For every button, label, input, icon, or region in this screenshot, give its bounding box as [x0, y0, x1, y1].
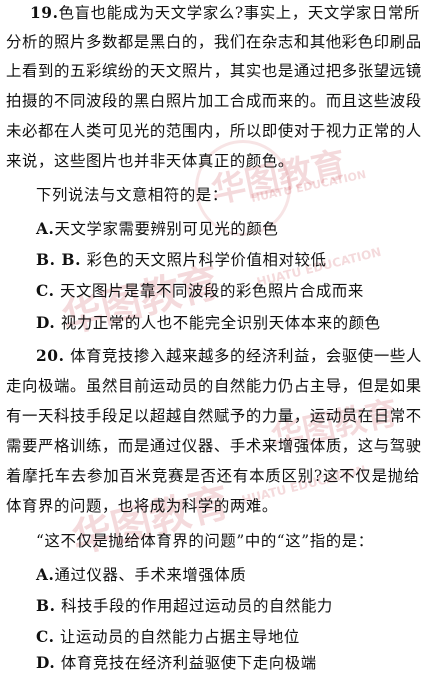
option-text: 视力正常的人也不能完全识别天体本来的颜色 [60, 314, 381, 332]
option-label: C. [36, 282, 55, 300]
q19-passage-line: 拍摄的不同波段的黑白照片加工合成而来的。而且这些波段 [6, 92, 422, 110]
option-label: C. [36, 628, 55, 646]
q19-option-b: B. B. 彩色的天文照片科学价值相对较低 [36, 249, 426, 271]
q19-passage-line: 未必都在人类可见光的范围内，所以即使对于视力正常的人 [6, 122, 422, 140]
option-label: D. [36, 654, 56, 672]
option-text: 科技手段的作用超过运动员的自然能力 [61, 597, 333, 615]
q20-passage-line: 走向极端。虽然目前运动员的自然能力仍占主导，但是如果 [6, 377, 422, 395]
q20-prompt: “这不仅是抛给体育界的问题”中的“这”指的是： [36, 532, 374, 550]
q19-prompt: 下列说法与文意相符的是： [36, 186, 228, 204]
option-label: A. [36, 220, 55, 238]
q19-option-c: C. 天文图片是靠不同波段的彩色照片合成而来 [36, 280, 426, 302]
q20-line-1: 20. 体育竞技掺入越来越多的经济利益，会驱使一些人 [36, 345, 422, 367]
option-label: A. [36, 566, 55, 584]
option-text: 通过仪器、手术来增强体质 [54, 566, 247, 584]
q20-passage-line: 体育界的问题，也将成为科学的两难。 [6, 497, 278, 515]
option-label: D. [36, 314, 56, 332]
q19-passage-line: 来说，这些图片也并非天体真正的颜色。 [6, 152, 294, 170]
q20-option-b: B. 科技手段的作用超过运动员的自然能力 [36, 595, 426, 617]
q20-number: 20. [36, 347, 65, 365]
q20-option-a: A.通过仪器、手术来增强体质 [36, 564, 426, 586]
option-label: B. B. [36, 251, 82, 269]
q19-passage-line: 色盲也能成为天文学家么?事实上，天文学家日常所 [58, 4, 420, 22]
q19-line-1: 19.色盲也能成为天文学家么?事实上，天文学家日常所 [30, 2, 420, 24]
q19-passage-line: 上看到的五彩缤纷的天文照片，其实也是通过把多张望远镜 [6, 62, 422, 80]
q20-option-c: C. 让运动员的自然能力占据主导地位 [36, 626, 426, 648]
option-label: B. [36, 597, 56, 615]
q19-number: 19. [30, 4, 59, 22]
q20-passage-line: 需要严格训练，而是通过仪器、手术来增强体质，这与驾驶 [6, 437, 422, 455]
option-text: 天文学家需要辨别可见光的颜色 [54, 220, 279, 238]
option-text: 让运动员的自然能力占据主导地位 [60, 628, 300, 646]
option-text: 天文图片是靠不同波段的彩色照片合成而来 [60, 282, 364, 300]
q20-passage-line: 有一天科技手段足以超越自然赋予的力量，运动员在日常不 [6, 407, 422, 425]
q19-passage-line: 分析的照片多数都是黑白的，我们在杂志和其他彩色印刷品 [6, 33, 422, 51]
q20-passage-line: 体育竞技掺入越来越多的经济利益，会驱使一些人 [70, 347, 422, 365]
option-text: 体育竞技在经济利益驱使下走向极端 [60, 654, 317, 672]
option-text: 彩色的天文照片科学价值相对较低 [86, 251, 327, 269]
q19-option-a: A.天文学家需要辨别可见光的颜色 [36, 218, 426, 240]
q19-option-d: D. 视力正常的人也不能完全识别天体本来的颜色 [36, 312, 426, 334]
q20-passage-line: 着摩托车去参加百米竞赛是否还有本质区别?这不仅是抛给 [6, 467, 420, 485]
q20-option-d: D. 体育竞技在经济利益驱使下走向极端 [36, 652, 426, 674]
